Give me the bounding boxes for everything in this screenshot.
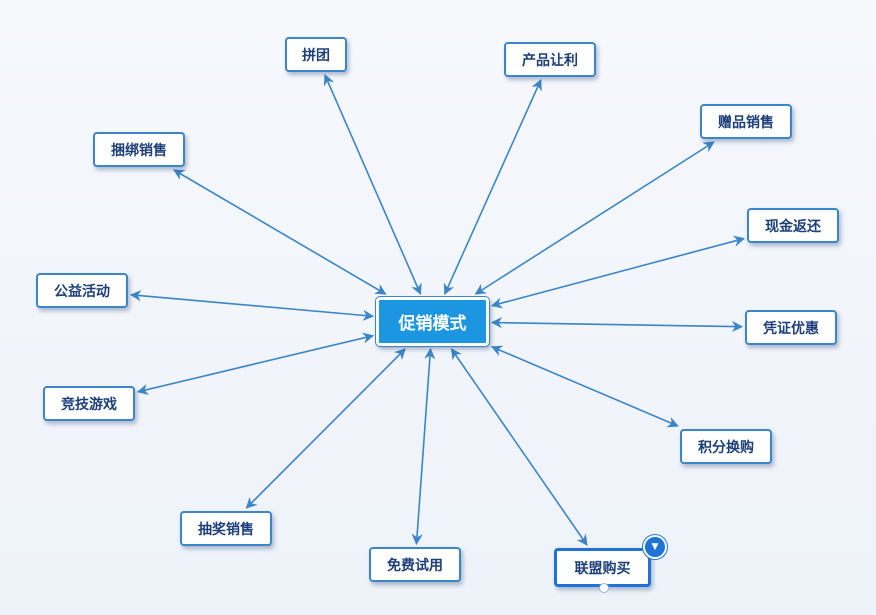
node-zengpin[interactable]: 赠品销售 [700,104,792,139]
node-chanpin[interactable]: 产品让利 [504,42,596,77]
node-choujiang[interactable]: 抽奖销售 [180,511,272,546]
node-pingzheng[interactable]: 凭证优惠 [745,310,837,345]
edge-pintuan[interactable] [323,73,422,296]
edge-pingzheng[interactable] [490,317,744,333]
node-pintuan[interactable]: 拼团 [285,37,347,72]
resize-handle[interactable] [598,583,609,593]
edge-mianfei[interactable] [411,347,436,546]
node-jingji[interactable]: 竞技游戏 [43,386,135,421]
edge-jifen[interactable] [490,345,679,428]
edge-gongyi[interactable] [129,290,375,321]
edge-xianjin[interactable] [490,235,746,309]
node-mianfei[interactable]: 免费试用 [369,547,461,582]
node-gongyi[interactable]: 公益活动 [36,273,128,308]
edge-jingji[interactable] [136,332,375,395]
node-xianjin[interactable]: 现金返还 [747,208,839,243]
node-lianmeng[interactable]: 联盟购买 [554,548,651,587]
node-jifen[interactable]: 积分换购 [680,429,772,464]
chevron-down-icon[interactable]: ▼ [643,535,667,559]
edge-kunbang[interactable] [173,169,387,295]
node-kunbang[interactable]: 捆绑销售 [93,132,185,167]
edge-zengpin[interactable] [474,141,715,295]
edge-choujiang[interactable] [245,348,406,509]
center-node[interactable]: 促销模式 [376,297,489,346]
edge-lianmeng[interactable] [450,348,588,546]
